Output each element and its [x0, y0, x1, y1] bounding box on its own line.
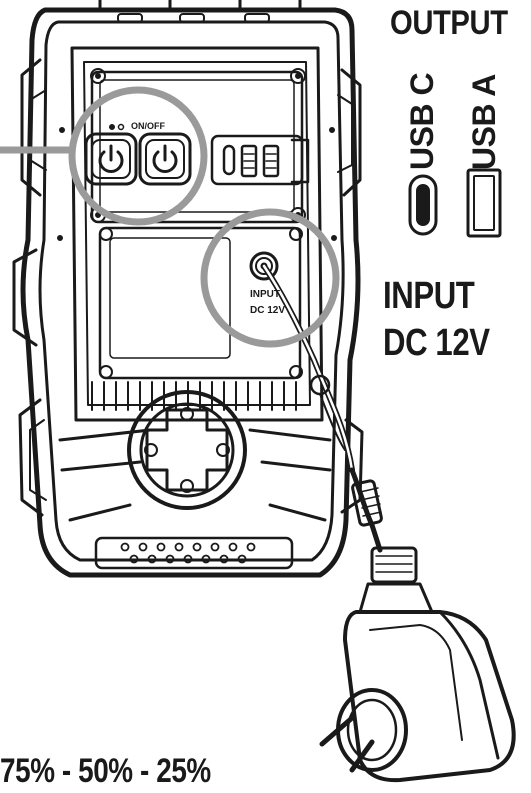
output-title: OUTPUT [390, 4, 508, 42]
input-title: INPUT [383, 275, 475, 317]
power-buttons [84, 123, 192, 186]
callout-input [200, 208, 340, 348]
power-adapter [319, 546, 516, 783]
device-onoff-label: ON/OFF [131, 121, 165, 131]
usb-a-label: USB A [466, 74, 502, 170]
usb-a-port-icon [466, 168, 502, 238]
usb-c-port-icon [408, 174, 438, 236]
usb-c-label: USB C [404, 72, 440, 170]
callout-buttons [0, 86, 208, 226]
charger-cable [261, 263, 383, 553]
device-input-spec-label: DC 12V [250, 305, 286, 316]
battery-levels-label: 75% - 50% - 25% [0, 752, 211, 790]
device-body [12, 0, 364, 578]
device-input-label: INPUT [250, 289, 280, 300]
input-spec-label: DC 12V [383, 322, 490, 364]
usb-port-block [210, 134, 310, 186]
